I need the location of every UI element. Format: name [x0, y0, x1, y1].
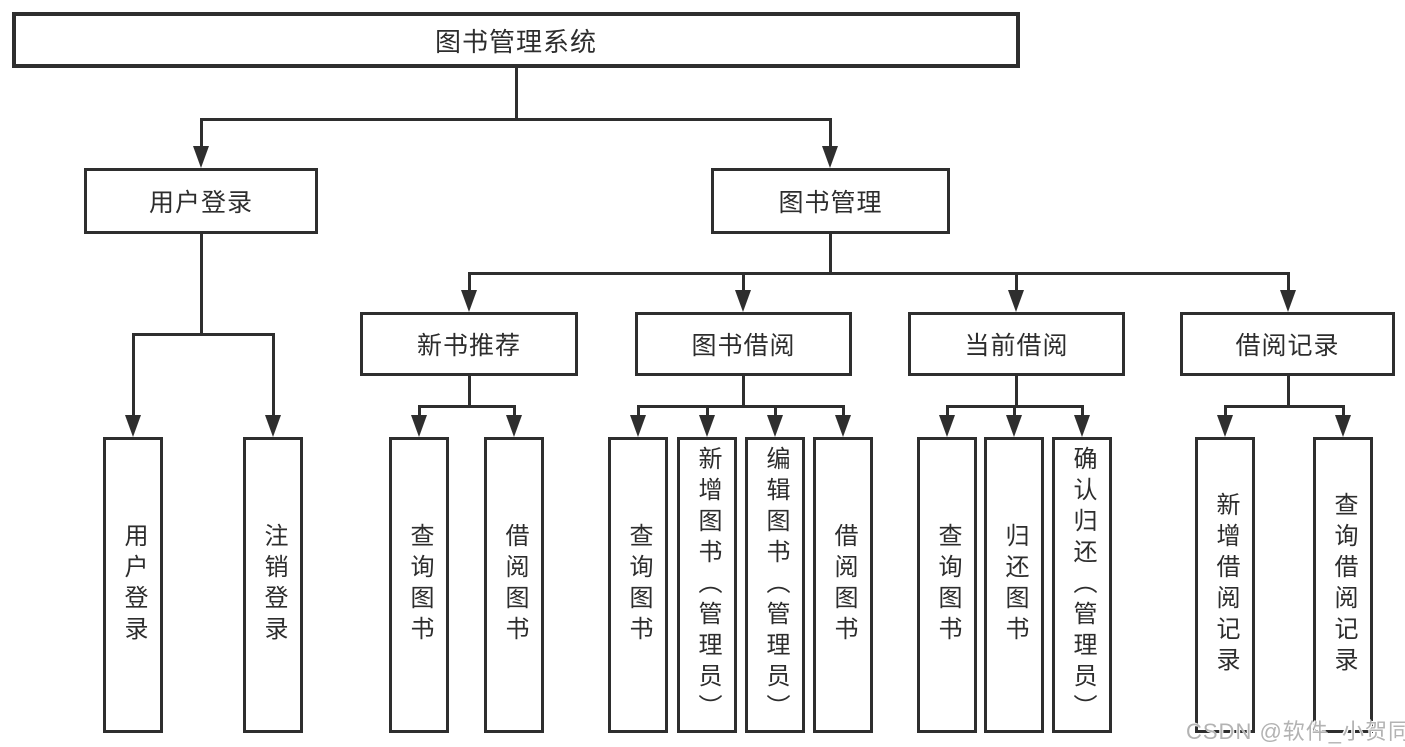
arrow-down-icon — [1074, 415, 1090, 437]
node-current-borrow: 当前借阅 — [908, 312, 1125, 376]
arrow-down-icon — [699, 415, 715, 437]
leaf-query-borrow-record: 查询借阅记录 — [1313, 437, 1373, 733]
leaf-query-books-recommend: 查询图书 — [389, 437, 449, 733]
connector-user-login-stem — [200, 234, 203, 336]
node-new-book-recommend-label: 新书推荐 — [416, 332, 521, 360]
leaf-borrow-books-label: 借阅图书 — [830, 523, 857, 647]
arrow-down-icon — [1217, 415, 1233, 437]
connector-to-new-book-recommend — [468, 272, 471, 292]
connector-to-leaf-logout — [272, 333, 275, 417]
connector-leaf-line — [1013, 405, 1016, 417]
connector-leaf-line — [842, 405, 845, 417]
node-library-system-label: 图书管理系统 — [434, 26, 597, 57]
connector-new-book-branch — [418, 405, 516, 408]
node-user-login-label: 用户登录 — [148, 189, 253, 217]
leaf-add-borrow-record: 新增借阅记录 — [1195, 437, 1255, 733]
arrow-down-icon — [461, 290, 477, 312]
arrow-down-icon — [735, 290, 751, 312]
leaf-query-books-recommend-label: 查询图书 — [406, 523, 433, 647]
leaf-query-books-current-label: 查询图书 — [934, 523, 961, 647]
leaf-confirm-return-admin-label: 确认归还（管理员） — [1069, 445, 1096, 725]
connector-book-borrow-stem — [742, 376, 745, 407]
connector-book-borrow-branch — [637, 405, 845, 408]
connector-user-login-branch — [132, 333, 275, 336]
connector-book-management-stem — [829, 234, 832, 274]
node-book-borrow-label: 图书借阅 — [691, 332, 796, 360]
connector-leaf-line — [774, 405, 777, 417]
leaf-add-borrow-record-label: 新增借阅记录 — [1212, 492, 1239, 678]
node-book-management: 图书管理 — [711, 168, 950, 234]
connector-to-user-login — [200, 118, 203, 148]
node-borrow-records-label: 借阅记录 — [1235, 332, 1340, 360]
connector-leaf-line — [1342, 405, 1345, 417]
connector-to-book-management — [829, 118, 832, 148]
leaf-borrow-books: 借阅图书 — [813, 437, 873, 733]
leaf-user-login-label: 用户登录 — [120, 523, 147, 647]
node-user-login: 用户登录 — [84, 168, 318, 234]
arrow-down-icon — [193, 146, 209, 168]
connector-root-branch — [200, 118, 832, 121]
arrow-down-icon — [1008, 290, 1024, 312]
arrow-down-icon — [506, 415, 522, 437]
node-borrow-records: 借阅记录 — [1180, 312, 1395, 376]
connector-leaf-line — [1224, 405, 1227, 417]
arrow-down-icon — [1280, 290, 1296, 312]
connector-borrow-records-stem — [1287, 376, 1290, 407]
leaf-query-books-borrow: 查询图书 — [608, 437, 668, 733]
arrow-down-icon — [411, 415, 427, 437]
connector-root-stem — [515, 68, 518, 118]
connector-leaf-line — [637, 405, 640, 417]
arrow-down-icon — [265, 415, 281, 437]
arrow-down-icon — [630, 415, 646, 437]
connector-to-book-borrow — [742, 272, 745, 292]
connector-leaf-line — [706, 405, 709, 417]
leaf-add-books-admin: 新增图书（管理员） — [677, 437, 737, 733]
leaf-logout: 注销登录 — [243, 437, 303, 733]
leaf-query-books-borrow-label: 查询图书 — [625, 523, 652, 647]
connector-leaf-line — [1081, 405, 1084, 417]
node-book-management-label: 图书管理 — [778, 189, 883, 217]
arrow-down-icon — [822, 146, 838, 168]
arrow-down-icon — [939, 415, 955, 437]
leaf-user-login: 用户登录 — [103, 437, 163, 733]
connector-current-borrow-stem — [1015, 376, 1018, 407]
connector-borrow-records-branch — [1224, 405, 1345, 408]
arrow-down-icon — [1006, 415, 1022, 437]
arrow-down-icon — [767, 415, 783, 437]
connector-leaf-line — [513, 405, 516, 417]
leaf-add-books-admin-label: 新增图书（管理员） — [694, 445, 721, 725]
leaf-return-books: 归还图书 — [984, 437, 1044, 733]
leaf-edit-books-admin-label: 编辑图书（管理员） — [762, 445, 789, 725]
leaf-borrow-books-recommend: 借阅图书 — [484, 437, 544, 733]
node-current-borrow-label: 当前借阅 — [964, 332, 1069, 360]
csdn-watermark: CSDN @软件_小贺同学 — [1186, 719, 1405, 744]
leaf-query-borrow-record-label: 查询借阅记录 — [1330, 492, 1357, 678]
connector-leaf-line — [418, 405, 421, 417]
leaf-query-books-current: 查询图书 — [917, 437, 977, 733]
connector-to-leaf-user-login — [132, 333, 135, 417]
connector-to-borrow-records — [1287, 272, 1290, 292]
arrow-down-icon — [125, 415, 141, 437]
leaf-logout-label: 注销登录 — [260, 523, 287, 647]
leaf-confirm-return-admin: 确认归还（管理员） — [1052, 437, 1112, 733]
leaf-borrow-books-recommend-label: 借阅图书 — [501, 523, 528, 647]
leaf-edit-books-admin: 编辑图书（管理员） — [745, 437, 805, 733]
connector-new-book-stem — [468, 376, 471, 407]
connector-leaf-line — [946, 405, 949, 417]
connector-to-current-borrow — [1015, 272, 1018, 292]
arrow-down-icon — [835, 415, 851, 437]
node-library-system: 图书管理系统 — [12, 12, 1020, 68]
connector-book-management-branch — [468, 272, 1290, 275]
leaf-return-books-label: 归还图书 — [1001, 523, 1028, 647]
node-new-book-recommend: 新书推荐 — [360, 312, 578, 376]
node-book-borrow: 图书借阅 — [635, 312, 852, 376]
arrow-down-icon — [1335, 415, 1351, 437]
